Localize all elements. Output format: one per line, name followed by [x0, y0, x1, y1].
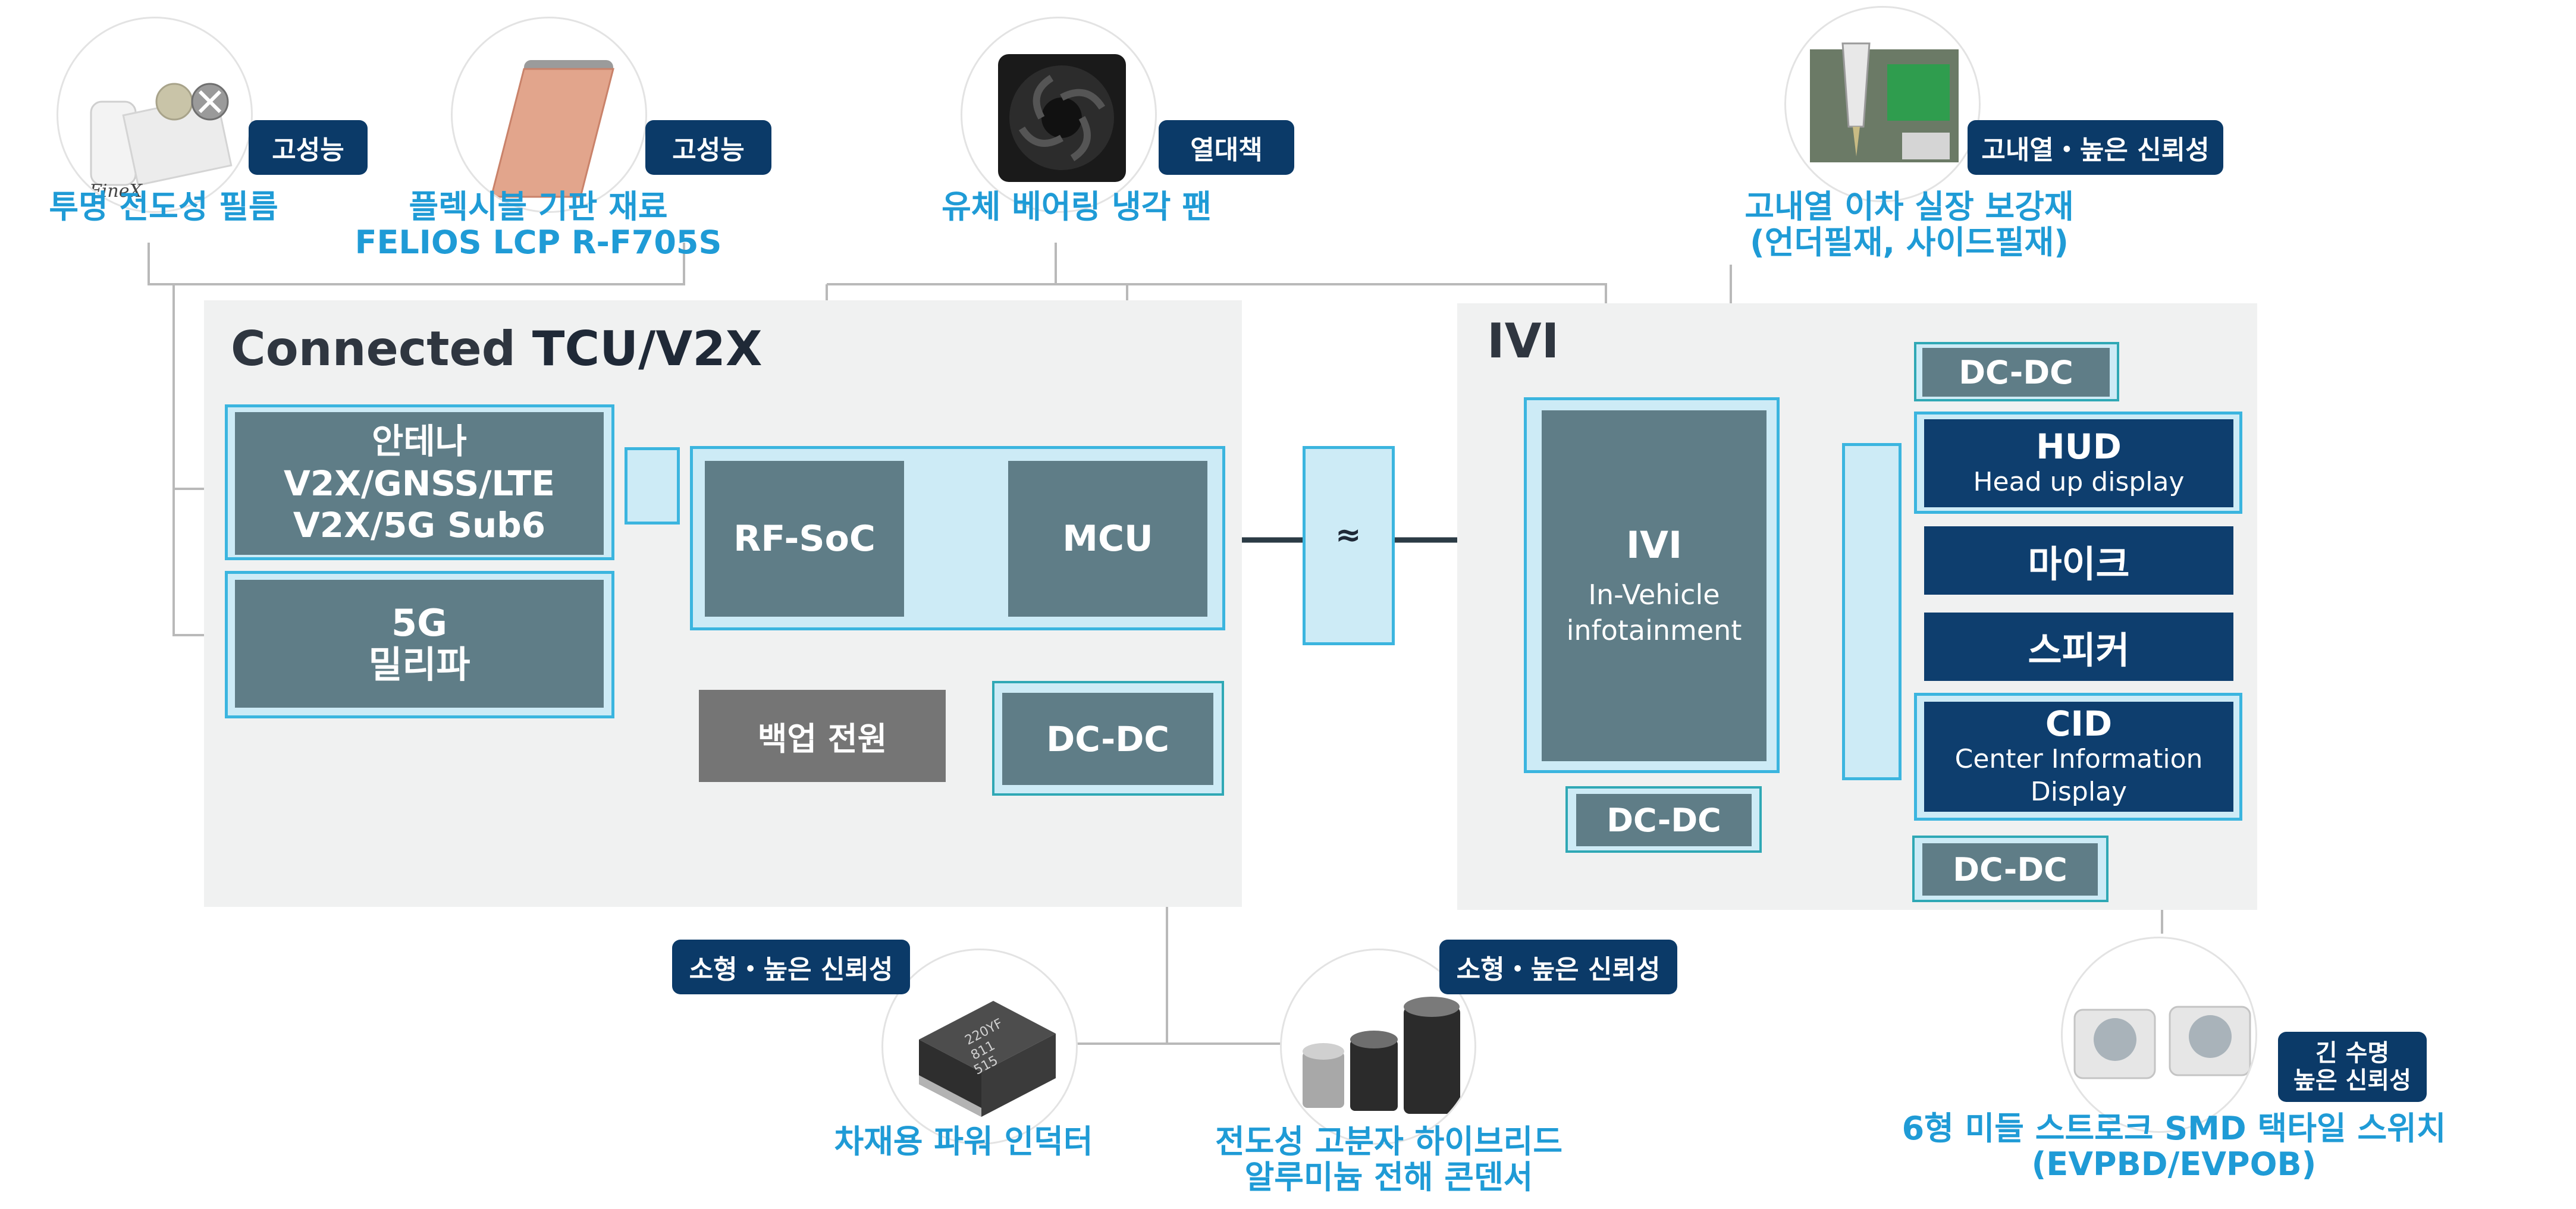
harness-connector: [1303, 446, 1395, 645]
transparent-film-label: 투명 전도성 필름: [49, 188, 278, 225]
cooling-fan-badge: 열대책: [1159, 120, 1294, 175]
callout-line-film-lcp: [148, 243, 685, 285]
hud-title: HUD: [2036, 426, 2122, 467]
antenna-connector-highlight: [625, 447, 680, 525]
power-inductor-icon: 220YF 811 515: [919, 1001, 1056, 1117]
display-bus-highlight: [1842, 443, 1902, 780]
tactile-switch-icon: [2073, 1006, 2251, 1079]
underfill-label: 고내열 이차 실장 보강재 (언더필재, 사이드필재): [1744, 188, 2074, 262]
underfill-badge: 고내열・높은 신뢰성: [1968, 120, 2223, 175]
ivi-main-title: IVI: [1626, 523, 1683, 567]
speaker-block: 스피커: [1924, 613, 2233, 681]
power-inductor-label: 차재용 파워 인덕터: [834, 1123, 1093, 1160]
tactile-switch-badge: 긴 수명 높은 신뢰성: [2278, 1032, 2427, 1102]
hybrid-capacitor-icon: [1303, 997, 1460, 1114]
ivi-panel-title: IVI: [1487, 313, 1560, 369]
rf-soc-block: RF-SoC: [705, 461, 904, 617]
hud-block: HUD Head up display: [1924, 419, 2233, 507]
hud-dcdc-block: DC-DC: [1922, 348, 2110, 397]
hybrid-capacitor-badge: 소형・높은 신뢰성: [1439, 940, 1677, 994]
tactile-switch-photo: [2061, 937, 2257, 1133]
cooling-fan-photo: [961, 17, 1157, 213]
ivi-main-block: IVI In-Vehicle infotainment: [1542, 410, 1767, 761]
hud-sub: Head up display: [1973, 467, 2185, 498]
cid-title: CID: [2045, 703, 2113, 744]
underfill-icon: [1810, 42, 1959, 162]
harness-connector-symbol: ≈: [1335, 517, 1361, 553]
ivi-dcdc-block: DC-DC: [1576, 794, 1752, 846]
cid-sub2: Display: [2030, 777, 2128, 808]
power-inductor-badge: 소형・높은 신뢰성: [672, 940, 910, 994]
tcu-panel-title: Connected TCU/V2X: [231, 321, 763, 376]
tactile-switch-label: 6형 미들 스트로크 SMD 택타일 스위치 (EVPBD/EVPOB): [1902, 1110, 2446, 1183]
cid-sub1: Center Information: [1954, 744, 2203, 775]
flexible-substrate-photo: [451, 17, 647, 213]
flexible-substrate-icon: [490, 60, 614, 198]
hybrid-capacitor-label: 전도성 고분자 하이브리드 알루미늄 전해 콘덴서: [1215, 1123, 1563, 1197]
cooling-fan-label: 유체 베어링 냉각 팬: [942, 188, 1212, 225]
backup-power-block: 백업 전원: [699, 690, 946, 782]
mmwave-block: 5G 밀리파: [235, 580, 604, 708]
ivi-main-sub2: infotainment: [1566, 614, 1742, 646]
cid-block: CID Center Information Display: [1924, 702, 2233, 812]
transparent-film-icon: FineX: [89, 83, 233, 202]
cooling-fan-icon: [998, 54, 1126, 182]
mic-block: 마이크: [1924, 526, 2233, 595]
antenna-block: 안테나 V2X/GNSS/LTE V2X/5G Sub6: [235, 412, 604, 555]
transparent-film-badge: 고성능: [249, 120, 368, 175]
ivi-main-sub1: In-Vehicle: [1588, 578, 1720, 611]
cid-dcdc-block: DC-DC: [1922, 843, 2098, 896]
flexible-substrate-label: 플렉시블 기판 재료 FELIOS LCP R-F705S: [354, 188, 722, 262]
transparent-film-photo: FineX: [57, 17, 253, 213]
mcu-block: MCU: [1008, 461, 1207, 617]
flexible-substrate-badge: 고성능: [645, 120, 771, 175]
underfill-photo: [1784, 6, 1981, 202]
power-inductor-photo: 220YF 811 515: [881, 949, 1078, 1145]
tcu-dcdc-block: DC-DC: [1002, 693, 1213, 785]
